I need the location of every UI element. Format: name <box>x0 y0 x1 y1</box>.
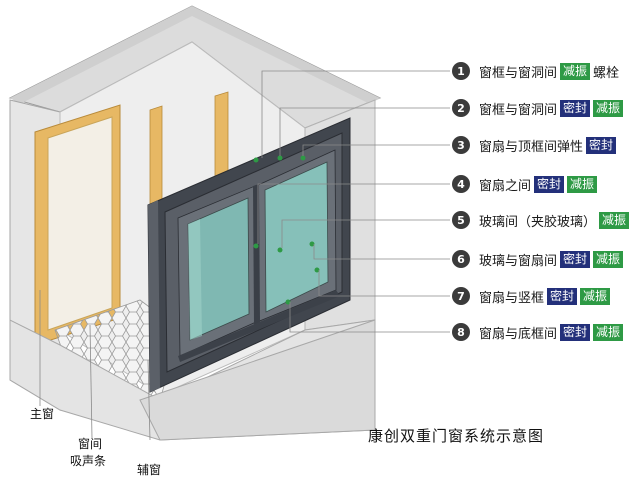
tag-damping: 减振 <box>580 287 611 305</box>
callout-2: 2 窗框与窗洞间 密封 减振 <box>452 98 626 118</box>
tag-damping: 减振 <box>593 99 624 117</box>
callout-8: 8 窗扇与底框间 密封 减振 <box>452 322 626 342</box>
tag-seal: 密封 <box>560 250 591 268</box>
tag-seal: 密封 <box>560 99 591 117</box>
label-absorber-line2: 吸声条 <box>70 454 107 468</box>
callout-number: 2 <box>452 99 470 117</box>
tag-seal: 密封 <box>586 136 617 154</box>
callout-text: 玻璃间（夹胶玻璃） <box>479 214 597 230</box>
callout-text: 窗框与窗洞间 <box>479 65 558 81</box>
right-glass <box>264 161 329 313</box>
tag-damping: 减振 <box>593 323 624 341</box>
callout-5: 5 玻璃间（夹胶玻璃） 减振 <box>452 210 632 230</box>
label-main-window: 主窗 <box>30 407 55 421</box>
seal-markers <box>253 155 320 305</box>
tag-damping: 减振 <box>599 211 630 229</box>
callout-1: 1 窗框与窗洞间 减振 螺栓 <box>452 61 622 81</box>
label-absorber-line1: 窗间 <box>78 437 103 451</box>
callout-number: 6 <box>452 250 470 268</box>
callout-text: 窗扇与顶框间弹性 <box>479 139 584 155</box>
callout-number: 7 <box>452 287 470 305</box>
tag-damping: 减振 <box>567 175 598 193</box>
callout-3: 3 窗扇与顶框间弹性 密封 <box>452 135 619 155</box>
callout-suffix: 螺栓 <box>593 65 620 81</box>
tag-seal: 密封 <box>560 323 591 341</box>
tag-seal: 密封 <box>534 175 565 193</box>
callout-text: 玻璃与窗扇间 <box>479 253 558 269</box>
callout-text: 窗扇之间 <box>479 178 532 194</box>
callout-4: 4 窗扇之间 密封 减振 <box>452 174 600 194</box>
tag-damping: 减振 <box>560 62 591 80</box>
tag-seal: 密封 <box>547 287 578 305</box>
label-aux-window: 辅窗 <box>137 463 162 477</box>
callout-number: 1 <box>452 62 470 80</box>
callout-text: 窗扇与竖框 <box>479 290 545 306</box>
callout-number: 5 <box>452 211 470 229</box>
callout-number: 8 <box>452 323 470 341</box>
left-glass <box>187 197 250 341</box>
callout-6: 6 玻璃与窗扇间 密封 减振 <box>452 249 626 269</box>
callout-7: 7 窗扇与竖框 密封 减振 <box>452 286 613 306</box>
diagram-caption: 康创双重门窗系统示意图 <box>368 427 545 445</box>
callout-text: 窗扇与底框间 <box>479 326 558 342</box>
callout-number: 3 <box>452 136 470 154</box>
tag-damping: 减振 <box>593 250 624 268</box>
label-absorber: 窗间 吸声条 <box>70 436 106 470</box>
callout-text: 窗框与窗洞间 <box>479 102 558 118</box>
callout-number: 4 <box>452 175 470 193</box>
leader-lines <box>39 70 450 441</box>
